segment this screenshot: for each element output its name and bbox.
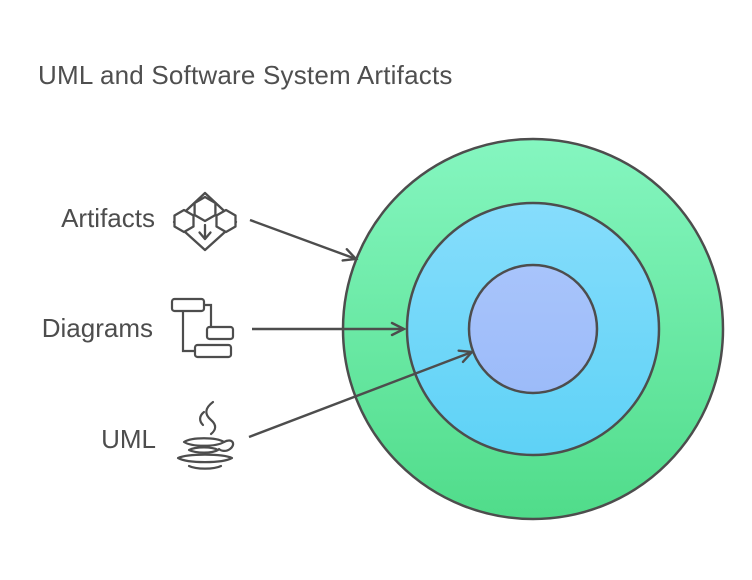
legend-label-uml: UML (101, 423, 156, 454)
artifact-package-icon (172, 184, 240, 252)
diagram-blocks-icon (170, 297, 236, 359)
legend-row-artifacts: Artifacts (40, 176, 240, 260)
legend-row-uml: UML (40, 397, 237, 481)
arrow-uml (248, 349, 475, 439)
legend-row-diagrams: Diagrams (40, 286, 236, 370)
arrow-artifacts (249, 218, 359, 262)
legend-label-diagrams: Diagrams (41, 312, 153, 343)
ring-inner-uml (467, 263, 599, 395)
legend-label-artifacts: Artifacts (61, 202, 155, 233)
java-coffee-cup-icon (173, 399, 237, 479)
page-title: UML and Software System Artifacts (38, 60, 453, 90)
